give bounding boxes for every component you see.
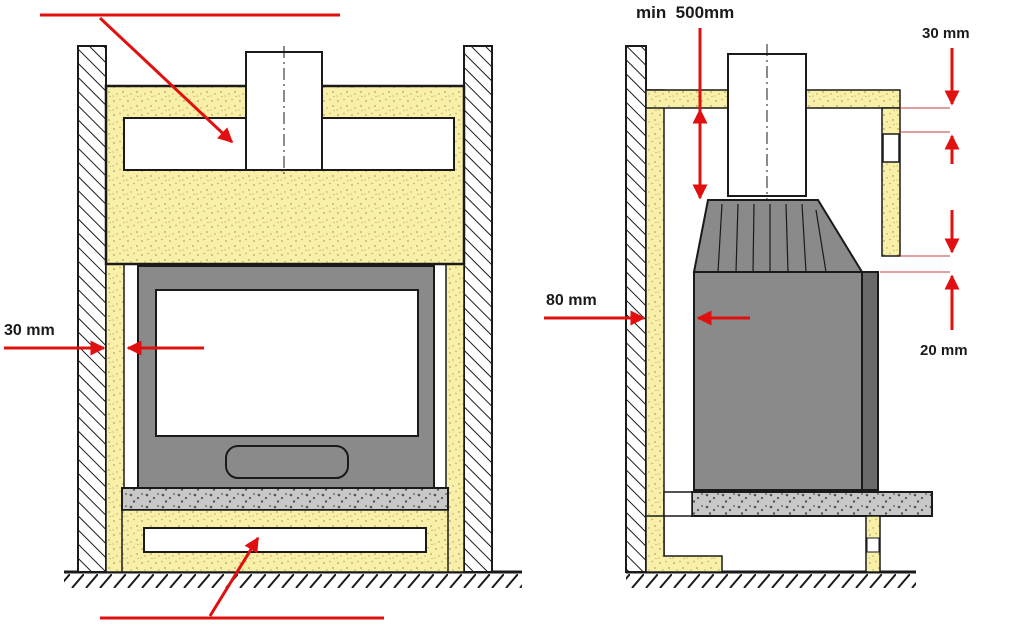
front-right-wall xyxy=(463,45,493,573)
front-concrete-base xyxy=(121,487,449,511)
side-back-wall xyxy=(625,45,647,573)
side-bottom-insulation xyxy=(645,515,723,573)
front-air-inlet xyxy=(143,527,427,553)
front-side-gap-label: 30 mm xyxy=(4,322,55,339)
bottom-gap-label: 20 mm xyxy=(920,342,968,359)
side-firebox-door xyxy=(861,271,879,491)
side-concrete-base xyxy=(691,491,933,517)
side-firebox-body xyxy=(693,271,863,491)
front-left-wall xyxy=(77,45,107,573)
side-front-panel xyxy=(881,107,901,257)
side-gap-label: 80 mm xyxy=(546,292,597,309)
front-view: 30 mm xyxy=(4,13,522,620)
top-gap-label: 30 mm xyxy=(922,25,970,42)
side-base-gap xyxy=(663,491,693,517)
side-view: min 500mm 30 mm 20 mm 80 mm xyxy=(544,3,970,588)
min-clearance-label: min 500mm xyxy=(636,3,734,22)
front-firebox-glass xyxy=(155,289,419,437)
side-back-insulation xyxy=(645,89,665,573)
side-front-leg-vent xyxy=(866,537,880,553)
front-bottom-arrow xyxy=(208,536,260,617)
front-ash-door xyxy=(225,445,349,479)
side-front-panel-vent xyxy=(882,133,900,163)
side-ground xyxy=(626,570,916,588)
front-ground xyxy=(64,570,522,588)
bottom-gap-dimension xyxy=(880,210,960,330)
side-hood-ribs xyxy=(717,203,827,273)
top-gap-dimension xyxy=(900,48,960,164)
front-top-arrow xyxy=(98,16,234,144)
